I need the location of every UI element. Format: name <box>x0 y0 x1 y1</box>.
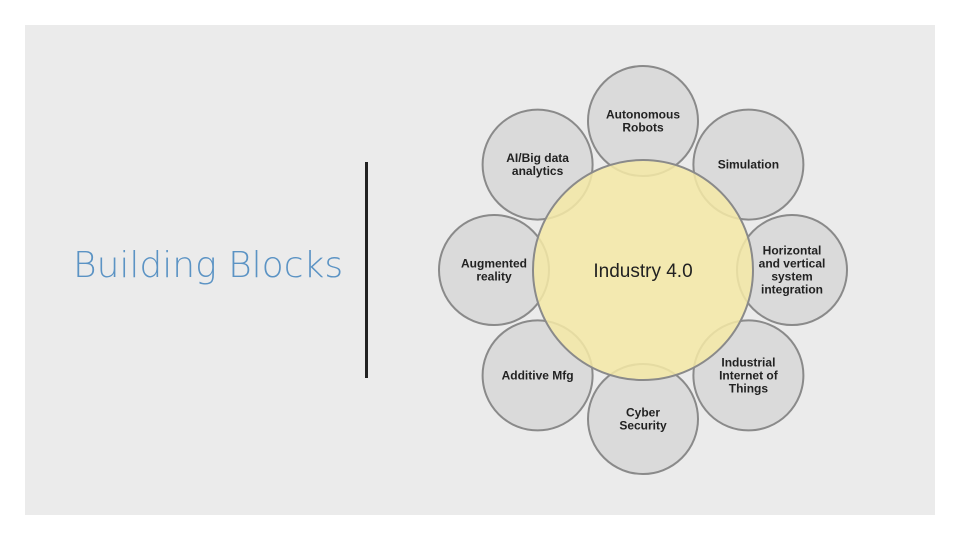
node-label-line: and vertical <box>759 257 826 271</box>
slide-title: Building Blocks <box>73 245 344 286</box>
node-label-line: Cyber <box>626 406 660 420</box>
node-label-line: Horizontal <box>763 244 822 258</box>
node-label-line: Things <box>729 381 769 395</box>
node-label-line: Additive Mfg <box>502 368 574 382</box>
node-label-line: Internet of <box>719 368 779 382</box>
center-circle <box>532 159 754 381</box>
node-label-line: Industrial <box>721 355 775 369</box>
node-label-line: analytics <box>512 164 564 178</box>
center-group: Industry 4.0 <box>532 159 754 381</box>
node-label-line: AI/Big data <box>506 151 569 165</box>
node-label-line: integration <box>761 283 823 297</box>
title-divider <box>365 162 368 378</box>
node-label-line: Autonomous <box>606 108 680 122</box>
node-label-line: Augmented <box>461 257 527 271</box>
node-label-5: Additive Mfg <box>502 368 574 382</box>
node-label-line: Simulation <box>718 158 779 172</box>
center-label: Industry 4.0 <box>593 261 692 282</box>
node-label-line: system <box>771 270 812 284</box>
node-label-1: Simulation <box>718 158 779 172</box>
node-label-line: Robots <box>622 121 664 135</box>
node-label-line: Security <box>619 419 667 433</box>
node-label-line: reality <box>476 270 512 284</box>
